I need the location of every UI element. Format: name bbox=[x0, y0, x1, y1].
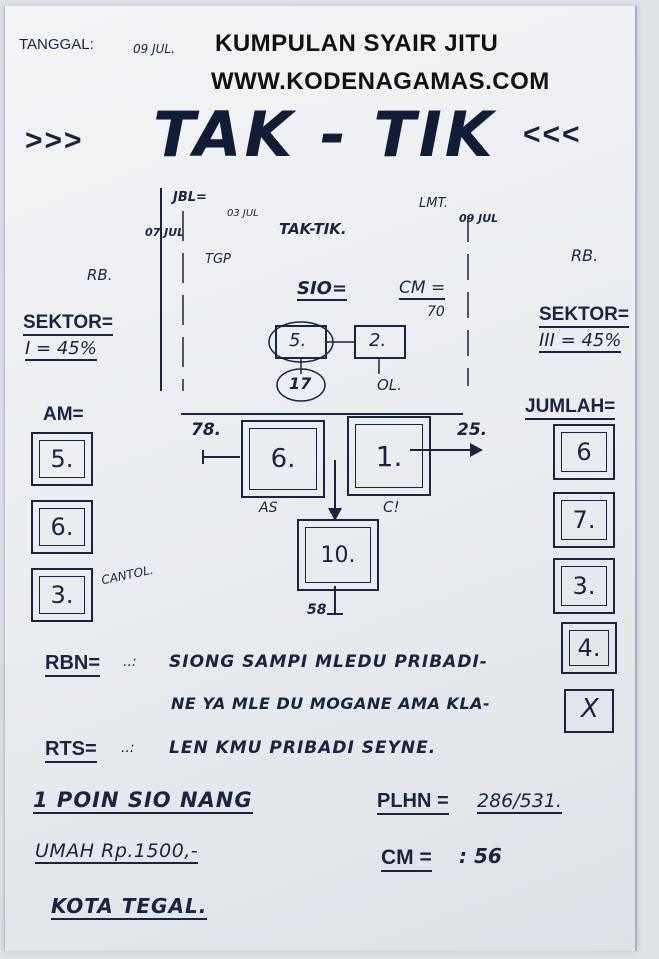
diagram-bottom-num: 58 bbox=[307, 602, 327, 618]
jumlah-box-5-value: X bbox=[581, 694, 599, 724]
diagram-box-left-value: 6. bbox=[270, 444, 296, 474]
am-label: AM= bbox=[43, 404, 84, 425]
sektor-right-value: III = 45% bbox=[539, 330, 622, 353]
sio-label: SIO= bbox=[297, 278, 348, 301]
plhn-label: PLHN = bbox=[377, 790, 449, 815]
cm-footer-value: : 56 bbox=[459, 844, 502, 868]
diagram-box-left: 6. bbox=[241, 420, 325, 498]
rbn-dots: ..: bbox=[123, 654, 137, 670]
diagram-box-right-value: 1. bbox=[375, 439, 403, 473]
rbn-line-1: SIONG SAMPI MLEDU PRIBADI- bbox=[169, 652, 488, 672]
footer-line-1: 1 POIN SIO NANG bbox=[33, 788, 253, 814]
diagram-label-left: AS bbox=[259, 500, 278, 516]
rb-left-note: RB. bbox=[87, 266, 113, 284]
footer-line-3: KOTA TEGAL. bbox=[51, 894, 208, 920]
watermark-line-1: KUMPULAN SYAIR JITU bbox=[215, 30, 499, 57]
diagram-box-bottom-value: 10. bbox=[320, 542, 356, 568]
date-left: 07 JUL bbox=[145, 226, 185, 239]
jumlah-box-3-value: 3. bbox=[572, 572, 596, 600]
footer-line-2: UMAH Rp.1500,- bbox=[35, 840, 199, 864]
jumlah-box-3: 3. bbox=[553, 558, 615, 614]
cm-box-value: 2. bbox=[369, 330, 387, 351]
rbn-label: RBN= bbox=[45, 652, 101, 677]
diagram-right-num: 25. bbox=[457, 420, 488, 440]
diagram-label-right: C! bbox=[383, 498, 400, 516]
jumlah-box-4-value: 4. bbox=[577, 634, 601, 662]
am-box-1: 5. bbox=[31, 432, 93, 486]
sio-box-value: 5. bbox=[289, 330, 307, 351]
jumlah-box-2-value: 7. bbox=[572, 506, 596, 534]
tanggal-value: 09 JUL. bbox=[133, 42, 175, 56]
sektor-left-label: SEKTOR= bbox=[23, 312, 113, 336]
sektor-left-value: I = 45% bbox=[25, 338, 97, 361]
am-box-2-value: 6. bbox=[50, 513, 74, 541]
lmt-note: LMT. bbox=[419, 196, 448, 211]
jbl-note: JBL= bbox=[173, 190, 207, 205]
title: TAK - TIK bbox=[153, 98, 496, 171]
cm-label: CM = bbox=[399, 278, 446, 300]
cm-value: 70 bbox=[427, 304, 445, 320]
title-arrows-left: >>> bbox=[25, 124, 84, 157]
am-box-2: 6. bbox=[31, 500, 93, 554]
jumlah-label: JUMLAH= bbox=[525, 396, 616, 420]
date-right: 09 JUL bbox=[459, 212, 499, 225]
paper-sheet: KUMPULAN SYAIR JITU WWW.KODENAGAMAS.COM … bbox=[4, 6, 637, 951]
sektor-right-label: SEKTOR= bbox=[539, 304, 629, 328]
tgp-note: TGP bbox=[205, 252, 231, 267]
rts-label: RTS= bbox=[45, 738, 97, 763]
jumlah-box-4: 4. bbox=[561, 622, 617, 674]
diagram-box-bottom: 10. bbox=[297, 519, 379, 591]
plhn-value: 286/531. bbox=[477, 790, 562, 814]
title-arrows-right: <<< bbox=[523, 118, 582, 151]
jumlah-box-1-value: 6 bbox=[576, 438, 592, 466]
watermark-line-2: WWW.KODENAGAMAS.COM bbox=[211, 68, 550, 95]
cm-below-value: OL. bbox=[377, 376, 402, 394]
rb-right-note: RB. bbox=[571, 246, 599, 265]
rts-dots: ..: bbox=[121, 740, 135, 756]
am-box-3: 3. bbox=[31, 568, 93, 622]
am-box-1-value: 5. bbox=[50, 445, 74, 473]
jumlah-box-1: 6 bbox=[553, 424, 615, 480]
sio-below-value: 17 bbox=[289, 374, 312, 393]
cm-footer-label: CM = bbox=[381, 846, 432, 872]
rbn-line-2: NE YA MLE DU MOGANE AMA KLA- bbox=[171, 694, 491, 713]
am-box-3-value: 3. bbox=[50, 581, 74, 609]
rts-text: LEN KMU PRIBADI SEYNE. bbox=[169, 738, 437, 758]
jumlah-box-2: 7. bbox=[553, 492, 615, 548]
taktik-note: TAK-TIK. bbox=[279, 220, 347, 238]
diagram-box-right: 1. bbox=[347, 416, 431, 496]
jbl-date: 03 JUL bbox=[227, 208, 259, 219]
tanggal-label: TANGGAL: bbox=[19, 36, 94, 53]
diagram-left-num: 78. bbox=[191, 420, 222, 440]
diagram-lines bbox=[160, 188, 614, 733]
